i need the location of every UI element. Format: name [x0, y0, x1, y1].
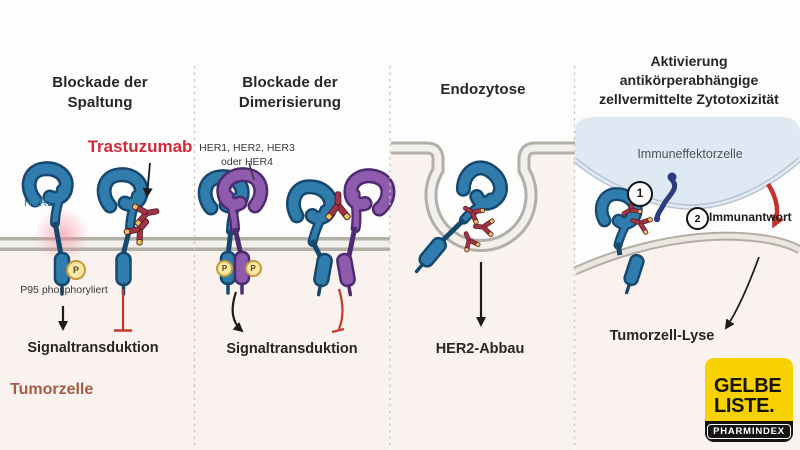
her2-label: HER2 [24, 197, 54, 209]
immune-response-arrow-icon [766, 182, 784, 229]
step2-badge: 2 [686, 207, 709, 230]
logo-black-bar: PHARMINDEX [705, 421, 793, 442]
phosphate-badge-icon: P [216, 260, 233, 277]
panel4-outcome-label: Tumorzell-Lyse [609, 328, 715, 344]
logo-tagline: PHARMINDEX [707, 424, 791, 439]
internalized-her2-receptor-icon [409, 162, 507, 278]
phosphate-badge-icon: P [66, 260, 86, 280]
panel4-title: Aktivierung antikörperabhängige zellverm… [599, 53, 779, 107]
gelbe-liste-logo: GELBE LISTE. PHARMINDEX [705, 358, 793, 442]
tumor-cell-label: Tumorzelle [10, 381, 94, 398]
logo-yellow-block: GELBE LISTE. [705, 358, 793, 421]
p95-label: P95 phosphoryliert [20, 284, 108, 296]
trastuzumab-label: Trastuzumab [87, 137, 193, 156]
cleavage-glow-icon [34, 207, 90, 263]
phosphate-badge-icon: P [244, 260, 262, 277]
fc-receptor-icon [653, 172, 678, 223]
logo-line2: LISTE. [714, 394, 775, 417]
her-dimer-pair [205, 175, 261, 295]
label-pointer-line [248, 162, 255, 181]
activation-arrow-icon [58, 162, 760, 333]
panel-dividers [193, 66, 576, 448]
immune-effector-cell-label: Immuneffektorzelle [637, 147, 743, 161]
panel3-title: Endozytose [440, 81, 526, 98]
her2-receptor-icon [29, 169, 69, 296]
step1-badge: 1 [627, 181, 653, 207]
endocytic-vesicle-icon [391, 141, 575, 253]
immunantwort-label: Immunantwort [709, 210, 792, 224]
her2-receptor-icon [593, 191, 639, 256]
inhibition-arrow-icon [114, 288, 345, 334]
her-separated-pair [287, 173, 390, 298]
panel3-outcome-label: HER2-Abbau [435, 341, 525, 357]
logo-line1: GELBE [714, 375, 782, 397]
panel2-outcome-label: Signaltransduktion [226, 341, 358, 357]
panel1-outcome-label: Signaltransduktion [27, 340, 159, 356]
her-family-label: HER1, HER2, HER3 oder HER4 [199, 142, 295, 168]
